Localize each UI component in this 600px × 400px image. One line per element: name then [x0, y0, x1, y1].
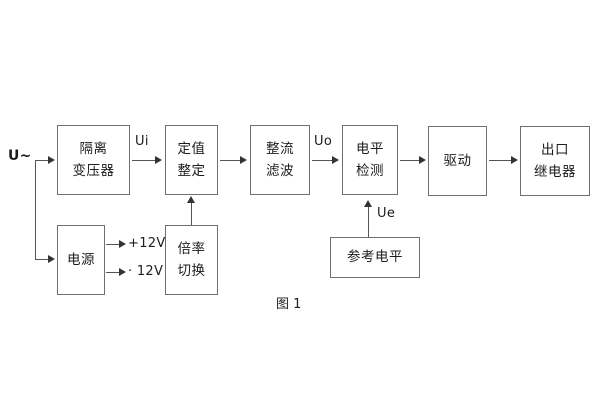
input-source-label: U~ [8, 148, 32, 164]
block-power-supply[interactable]: 电源 [57, 225, 105, 295]
block-multiplier-switch-line-1: 倍率 [177, 240, 206, 257]
arrow-multiplier-to-setting [186, 196, 195, 203]
figure-caption: 图 1 [276, 297, 302, 312]
connector-rectifier-to-level [312, 160, 334, 161]
arrow-rail-positive [119, 239, 126, 248]
block-rectifier-filter[interactable]: 整流 滤波 [250, 125, 310, 195]
block-setting-value[interactable]: 定值 整定 [165, 125, 218, 195]
connector-driver-to-output-relay [489, 160, 513, 161]
signal-label-ui: Ui [135, 134, 149, 149]
block-multiplier-switch[interactable]: 倍率 切换 [165, 225, 218, 295]
arrow-isolation-to-setting [155, 155, 162, 164]
block-output-relay[interactable]: 出口 继电器 [520, 126, 590, 196]
input-bus-trunk [35, 160, 36, 259]
rail-label-negative: · 12V [128, 264, 164, 279]
block-multiplier-switch-line-2: 切换 [177, 263, 206, 279]
block-rectifier-filter-line-2: 滤波 [266, 163, 294, 179]
block-output-relay-line-1: 出口 [541, 141, 569, 158]
input-bus-bottom-segment [35, 259, 49, 260]
block-isolation-transformer-line-1: 隔离 [79, 140, 108, 157]
block-setting-value-line-1: 定值 [177, 140, 206, 157]
connector-multiplier-to-setting [191, 203, 192, 225]
connector-reference-to-level [368, 207, 369, 237]
block-isolation-transformer-line-2: 变压器 [72, 163, 115, 179]
arrow-level-to-driver [419, 155, 426, 164]
connector-setting-to-rectifier [220, 160, 242, 161]
block-power-supply-line-1: 电源 [67, 251, 95, 268]
arrow-reference-to-level [363, 200, 372, 207]
arrow-input-to-power-supply [48, 254, 55, 263]
signal-label-ue: Ue [377, 206, 396, 221]
block-setting-value-line-2: 整定 [177, 163, 206, 179]
block-level-detection-line-2: 检测 [356, 163, 384, 179]
block-reference-level-line-1: 参考电平 [347, 249, 403, 266]
arrow-rail-negative [119, 267, 126, 276]
block-driver[interactable]: 驱动 [428, 126, 487, 196]
block-level-detection-line-1: 电平 [356, 140, 384, 157]
arrow-driver-to-output-relay [511, 155, 518, 164]
block-driver-line-1: 驱动 [443, 152, 472, 169]
signal-label-uo: Uo [314, 134, 333, 149]
block-level-detection[interactable]: 电平 检测 [342, 125, 398, 195]
arrow-setting-to-rectifier [240, 155, 247, 164]
block-rectifier-filter-line-1: 整流 [266, 140, 294, 157]
rail-label-positive: +12V [128, 236, 166, 251]
block-reference-level[interactable]: 参考电平 [330, 237, 420, 278]
block-isolation-transformer[interactable]: 隔离 变压器 [57, 125, 130, 195]
block-output-relay-line-2: 继电器 [534, 164, 576, 180]
arrow-rectifier-to-level [332, 155, 339, 164]
connector-rail-negative [106, 272, 120, 273]
connector-isolation-to-setting [132, 160, 157, 161]
connector-rail-positive [106, 244, 120, 245]
arrow-input-to-isolation-transformer [48, 155, 55, 164]
input-bus-top-segment [35, 160, 49, 161]
connector-level-to-driver [400, 160, 421, 161]
